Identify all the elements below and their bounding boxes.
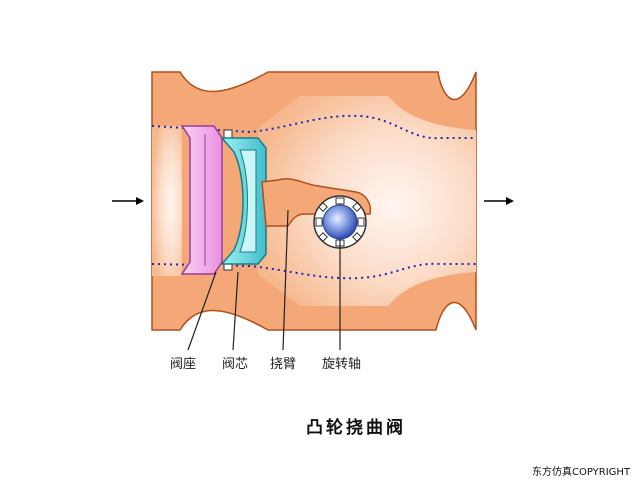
label-valve-core: 阀芯 bbox=[222, 357, 248, 372]
copyright-text: 东方仿真COPYRIGHT bbox=[532, 465, 631, 478]
leader-lines bbox=[187, 209, 341, 351]
flow-line-bottom bbox=[151, 262, 476, 280]
rotating-shaft bbox=[322, 204, 358, 240]
label-valve-seat: 阀座 bbox=[170, 357, 196, 372]
valve-seat bbox=[180, 125, 223, 275]
seal-top bbox=[223, 129, 233, 139]
outlet-arrow-icon bbox=[484, 197, 514, 205]
flex-arm bbox=[261, 178, 372, 227]
diagram-title: 凸轮挠曲阀 bbox=[306, 417, 406, 438]
label-flex-arm: 挠臂 bbox=[270, 357, 296, 372]
label-rotating-shaft: 旋转轴 bbox=[322, 357, 361, 372]
inlet-bore bbox=[152, 126, 182, 276]
inlet-arrow-icon bbox=[112, 197, 144, 205]
plug-face bbox=[239, 149, 257, 253]
